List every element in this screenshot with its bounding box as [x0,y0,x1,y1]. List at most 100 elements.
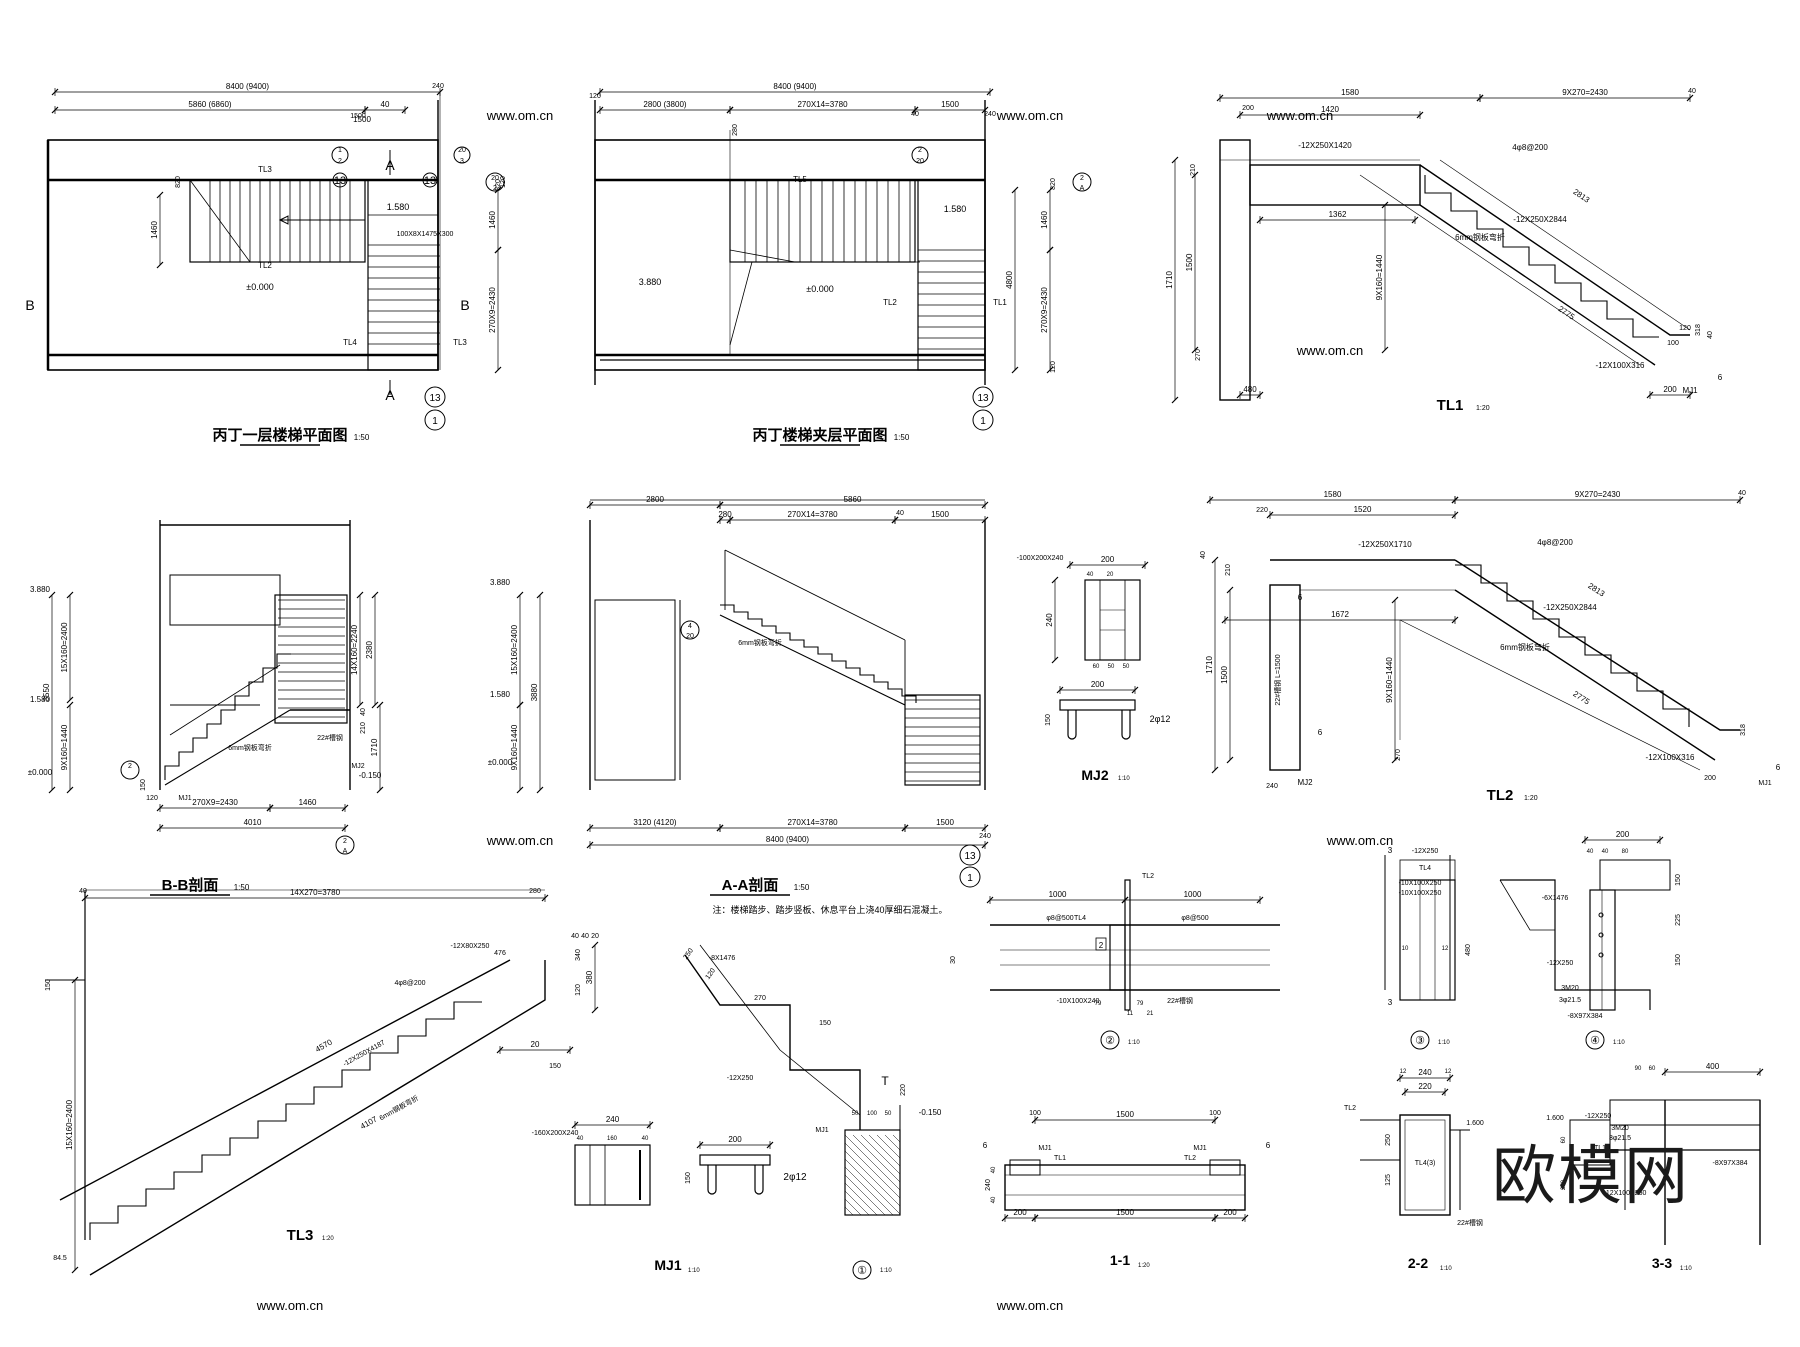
dimension-label: 1710 [1205,656,1214,674]
dimension-label: 40 [381,100,390,109]
drawing-label: -12X100X250 [1604,1190,1647,1197]
drawing-label: TL1 [993,298,1007,307]
drawing-label: -12X250 [1412,848,1439,855]
watermark-text: www.om.cn [1296,343,1363,358]
drawing-label: 2 [128,763,132,770]
drawing-label: 820 [495,179,502,191]
drawing-label: 120 [589,93,601,100]
dimension-label: 400 [1706,1062,1720,1071]
drawing-label: 1500 [353,115,371,124]
drawing-label: ±0.000 [488,758,513,767]
drawing-label: 200 [1704,775,1716,782]
drawing-label: 200 [1242,105,1254,112]
view-scale: 1:10 [880,1268,892,1274]
drawing-label: -12X250X1710 [1358,540,1412,549]
drawing-label: 20 [916,158,924,165]
drawing-label: 150 [1675,874,1682,886]
dimension-label: 8400 (9400) [773,82,816,91]
dimension-label: 270X14=3780 [797,100,848,109]
drawing-label: 50 [852,1111,859,1117]
watermark-text: www.om.cn [1326,833,1393,848]
drawing-label: 21 [1147,1011,1154,1017]
drawing-label: 79 [1095,1001,1102,1007]
watermark-text: www.om.cn [486,833,553,848]
drawing-label: 80 [1622,849,1629,855]
drawing-label: 4107 [359,1114,379,1131]
drawing-label: 2 [918,147,922,154]
drawing-label: 6 [1266,1141,1271,1150]
drawing-label: MJ1 [1038,1145,1051,1152]
drawing-label: 280 [732,124,739,136]
drawing-label: 2775 [1557,304,1577,322]
dimension-label: 15X160=2400 [510,624,519,675]
dimension-label: 1500 [1116,1110,1134,1119]
drawing-label: 13 [977,393,989,404]
drawing-label: 100 [1667,340,1679,347]
view-title: TL2 [1487,787,1514,804]
drawing-label: 1.580 [944,204,967,214]
view-title: B-B剖面 [162,876,219,894]
dimension-label: 3550 [42,683,51,701]
dimension-label: 480 [1243,385,1257,394]
dimension-label: 1460 [488,211,497,229]
drawing-label: MJ2 [351,763,364,770]
dimension-label: 1710 [1165,271,1174,289]
drawing-label: 3.880 [490,578,511,587]
drawing-label: 100 [1209,1110,1221,1117]
drawing-label: TL3 [258,165,272,174]
drawing-label: 6mm钢板弯折 [738,638,782,647]
drawing-label: 280 [529,888,541,895]
dimension-label: 9X160=1440 [1385,657,1394,703]
drawing-label: 225 [1675,914,1682,926]
drawing-label: 6 [983,1141,988,1150]
drawing-label: 820 [1050,178,1057,190]
dimension-label: 240 [1045,613,1054,627]
dimension-label: 3880 [530,683,539,701]
drawing-label: 240 [432,83,444,90]
drawing-label: -12X250 [1547,960,1574,967]
drawing-label: TL4 [1074,915,1086,922]
drawing-label: 2φ12 [783,1172,807,1183]
dimension-label: 1710 [370,738,379,756]
dimension-label: 220 [1418,1082,1432,1091]
view-title: 2-2 [1408,1255,1428,1271]
drawing-label: 79 [1137,1001,1144,1007]
dimension-label: 5860 (6860) [188,100,231,109]
drawing-label: 22#槽钢 [1167,996,1193,1005]
drawing-label: TL5 [793,175,807,184]
drawing-label: 20 [591,933,599,940]
dimension-label: 3120 (4120) [633,818,676,827]
drawing-label: -8X1476 [709,955,736,962]
dimension-label: 9X160=1440 [510,724,519,770]
drawing-label: 13 [964,851,976,862]
drawing-label: 318 [1695,324,1702,336]
drawing-label: 6mm钢板弯折 [228,743,272,752]
dimension-label: 5860 [844,495,862,504]
dimension-label: 4800 [1005,271,1014,289]
dimension-label: 1460 [150,221,159,239]
drawing-label: 40 [896,510,904,517]
drawing-label: 22#槽钢 L=1500 [1273,654,1282,705]
drawing-label: ±0.000 [806,284,833,294]
drawing-label: 4φ8@200 [1512,143,1548,152]
drawing-label: 1 [967,873,973,884]
drawing-label: 40 [1738,490,1746,497]
drawing-label: 40 [1087,572,1094,578]
view-scale: 1:50 [794,883,810,892]
dimension-label: 1520 [1354,505,1372,514]
dimension-label: 1500 [1116,1208,1134,1217]
drawing-label: 22#槽钢 [317,733,343,742]
dimension-label: 200 [1091,680,1105,689]
dimension-label: 270X9=2430 [192,798,238,807]
drawing-label: A [1080,185,1085,192]
drawing-label: 100 [867,1111,878,1117]
drawing-label: -10X100X240 [1057,998,1100,1005]
view-scale: 1:10 [1118,776,1130,782]
drawing-label: B [25,297,34,313]
drawing-label: 40 [581,933,589,940]
view-title: 丙丁一层楼梯平面图 [212,426,347,444]
drawing-label: B [460,297,469,313]
drawing-label: 2φ12 [1150,714,1171,724]
view-scale: 1:20 [322,1236,334,1242]
